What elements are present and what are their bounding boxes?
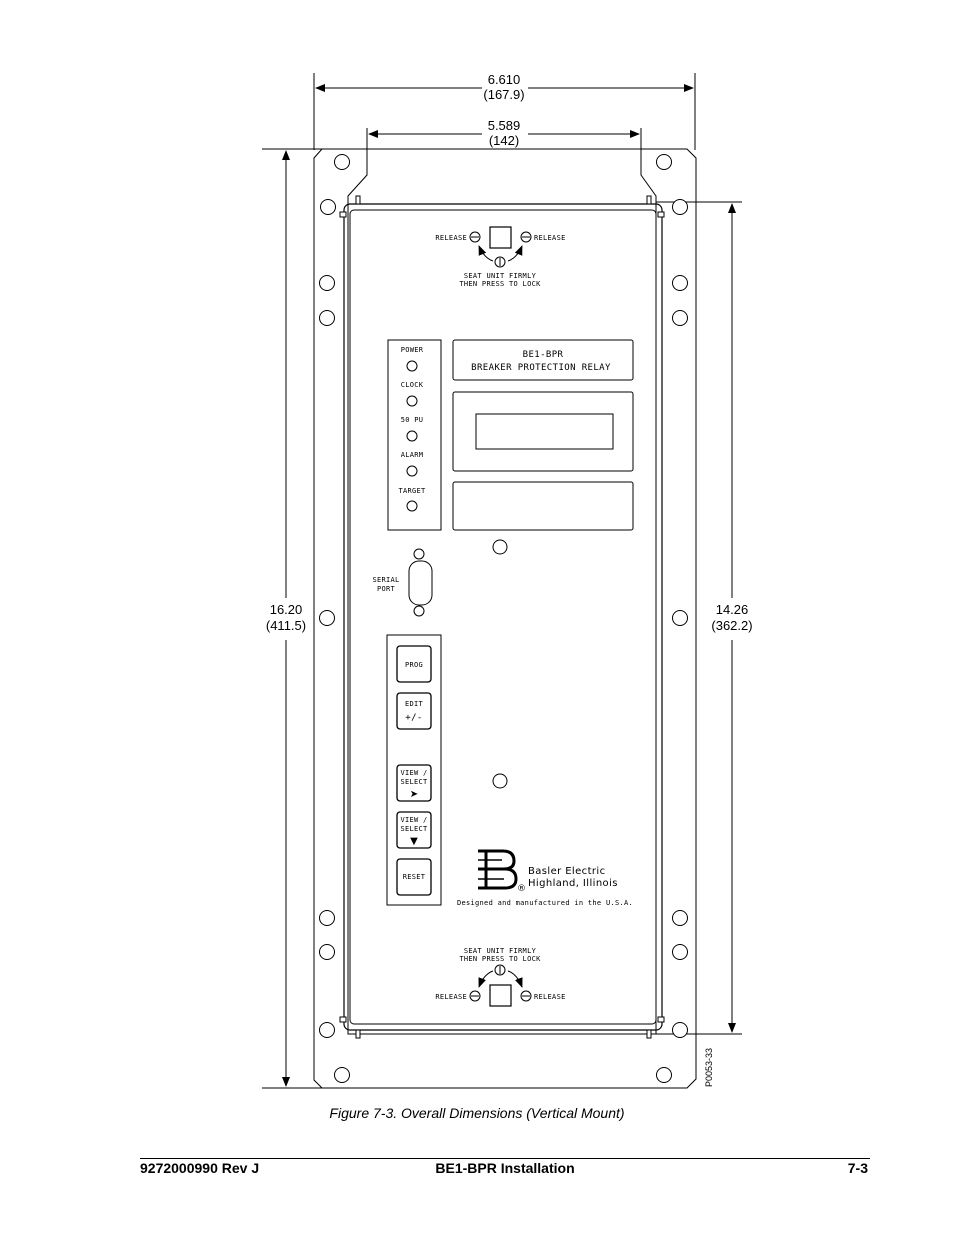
view-right-label-2: SELECT <box>400 778 428 786</box>
label-window <box>452 481 634 531</box>
footer-page-number: 7-3 <box>847 1160 868 1176</box>
bottom-release-right-label: RELEASE <box>534 993 566 1001</box>
led-label-alarm: ALARM <box>401 451 424 459</box>
led-label-50pu: 50 PU <box>401 416 424 424</box>
reset-button[interactable]: RESET <box>396 858 432 896</box>
top-release-left-label: RELEASE <box>435 234 467 242</box>
overall-height-value: 16.20 <box>270 602 303 617</box>
overall-width-mm: (167.9) <box>483 87 524 102</box>
registered-mark: ® <box>517 884 526 894</box>
model-title: BE1-BPR <box>523 350 564 360</box>
edit-button-symbol: +/- <box>405 713 422 723</box>
cutout-width-mm: (142) <box>489 133 519 148</box>
panel-corner-tabs <box>339 195 665 1039</box>
panel-screw-upper <box>492 539 508 555</box>
view-down-label-1: VIEW / <box>400 816 427 824</box>
prog-button-label: PROG <box>405 661 423 669</box>
led-alarm <box>406 465 418 477</box>
footer-document-number: 9272000990 Rev J <box>140 1160 260 1176</box>
bottom-release-left-label: RELEASE <box>435 993 467 1001</box>
basler-logo-icon <box>478 849 518 890</box>
bottom-latch-instruction-2: THEN PRESS TO LOCK <box>459 955 541 963</box>
serial-port-label-2: PORT <box>377 585 396 593</box>
logo-tagline: Designed and manufactured in the U.S.A. <box>457 899 633 907</box>
led-clock <box>406 395 418 407</box>
overall-width-value: 6.610 <box>488 72 521 87</box>
led-panel <box>387 339 442 531</box>
led-50pu <box>406 430 418 442</box>
edit-button[interactable]: EDIT +/- <box>396 692 432 730</box>
front-panel-outer <box>343 203 663 1031</box>
led-label-power: POWER <box>401 346 424 354</box>
display-bezel <box>452 391 634 472</box>
serial-port-connector[interactable] <box>408 560 433 606</box>
lcd-display <box>475 413 614 450</box>
bottom-latch[interactable] <box>469 964 532 1007</box>
figure-caption: Figure 7-3. Overall Dimensions (Vertical… <box>329 1105 625 1121</box>
bottom-latch-instruction-1: SEAT UNIT FIRMLY <box>464 947 537 955</box>
reset-button-label: RESET <box>403 873 426 881</box>
cutout-height-mm: (362.2) <box>711 618 752 633</box>
arrow-down-icon: ▼ <box>410 836 418 847</box>
serial-port-screw-bottom <box>413 605 425 617</box>
overall-width-dimension <box>313 73 696 150</box>
led-target <box>406 500 418 512</box>
footer-rule <box>140 1158 870 1159</box>
button-panel <box>386 634 442 906</box>
view-right-label-1: VIEW / <box>400 769 427 777</box>
mounting-plate-outline <box>313 148 697 1089</box>
serial-port-screw-top <box>413 548 425 560</box>
front-panel-inner <box>349 209 657 1025</box>
logo-company-name: Basler Electric <box>528 866 605 877</box>
title-panel <box>452 339 634 381</box>
cutout-width-value: 5.589 <box>488 118 521 133</box>
top-latch-instruction-2: THEN PRESS TO LOCK <box>459 280 541 288</box>
dimension-drawing: 6.610 (167.9) 5.589 (142) 16.20 (411.5) … <box>262 72 753 1089</box>
edit-button-label: EDIT <box>405 700 424 708</box>
panel-screw-lower <box>492 773 508 789</box>
drawing-id: P0053-33 <box>704 1048 714 1087</box>
serial-port-label-1: SERIAL <box>372 576 399 584</box>
top-latch[interactable] <box>469 226 532 268</box>
cutout-height-value: 14.26 <box>716 602 749 617</box>
chassis-outline <box>347 152 657 1035</box>
logo-location: Highland, Illinois <box>528 878 618 889</box>
footer-section-title: BE1-BPR Installation <box>435 1160 575 1176</box>
led-label-target: TARGET <box>398 487 426 495</box>
prog-button[interactable]: PROG <box>396 645 432 683</box>
led-label-clock: CLOCK <box>401 381 424 389</box>
view-select-down-button[interactable]: VIEW / SELECT ▼ <box>396 811 432 849</box>
overall-height-mm: (411.5) <box>266 618 306 633</box>
cutout-height-dimension <box>656 201 742 1035</box>
view-select-right-button[interactable]: VIEW / SELECT ➤ <box>396 764 432 802</box>
model-subtitle: BREAKER PROTECTION RELAY <box>471 363 611 373</box>
top-latch-instruction-1: SEAT UNIT FIRMLY <box>464 272 537 280</box>
arrow-right-icon: ➤ <box>410 789 418 800</box>
led-power <box>406 360 418 372</box>
overall-height-dimension <box>262 148 322 1089</box>
view-down-label-2: SELECT <box>400 825 428 833</box>
cutout-width-dimension <box>366 128 642 160</box>
mounting-holes <box>319 154 688 1083</box>
top-release-right-label: RELEASE <box>534 234 566 242</box>
